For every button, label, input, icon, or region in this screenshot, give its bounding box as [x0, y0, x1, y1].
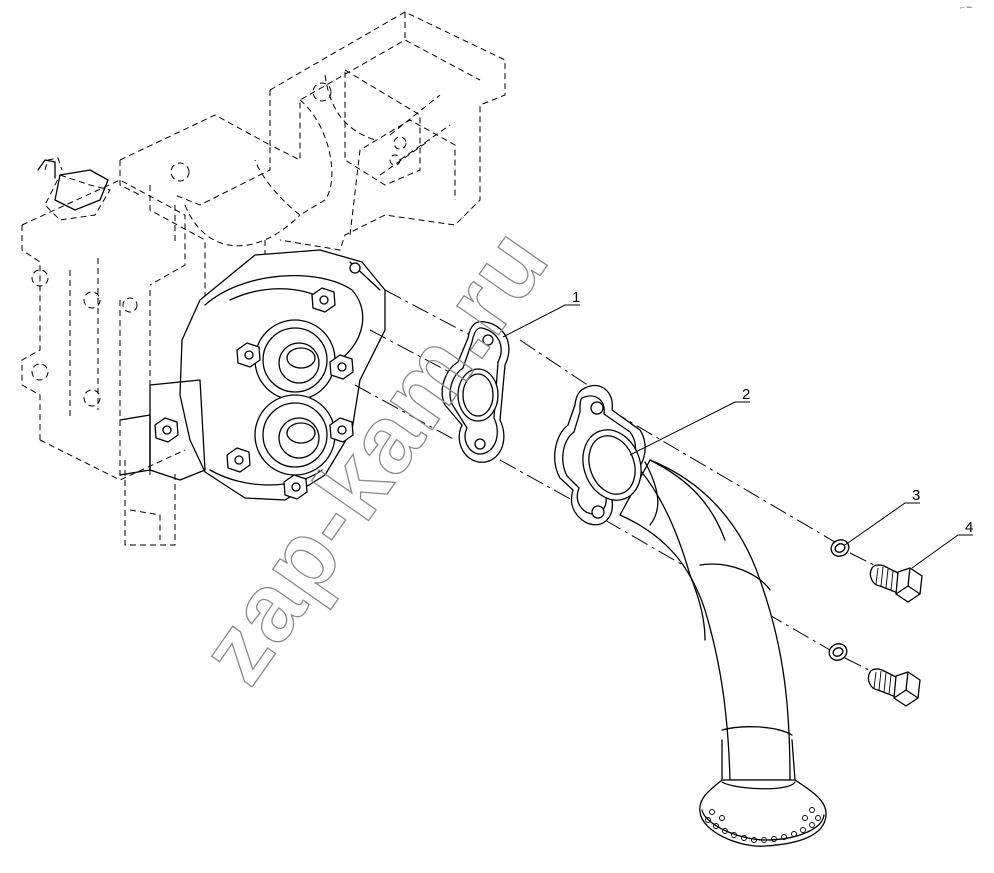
- engine-block-outline: [21, 11, 506, 546]
- part-3-washers: [828, 539, 850, 661]
- callout-labels: 1 2 3 4: [572, 289, 973, 536]
- corner-mark: ⌐ ━: [960, 3, 972, 12]
- pump-bolt-heads: [154, 287, 354, 500]
- part-2-suction-pipe: [554, 384, 827, 847]
- oil-pump-body: [37, 159, 386, 501]
- lower-shaft-boss: [254, 394, 336, 476]
- callout-2: 2: [742, 386, 750, 403]
- callout-3: 3: [912, 487, 920, 504]
- part-4-bolts: [867, 564, 923, 707]
- upper-shaft-boss: [254, 319, 336, 401]
- callout-leaders: [502, 304, 973, 569]
- bolt-lower: [867, 668, 921, 707]
- callout-4: 4: [965, 519, 973, 536]
- bolt-upper: [869, 564, 923, 603]
- strainer-holes: [705, 807, 821, 843]
- part-1-gasket: [441, 320, 510, 463]
- callout-1: 1: [572, 289, 580, 306]
